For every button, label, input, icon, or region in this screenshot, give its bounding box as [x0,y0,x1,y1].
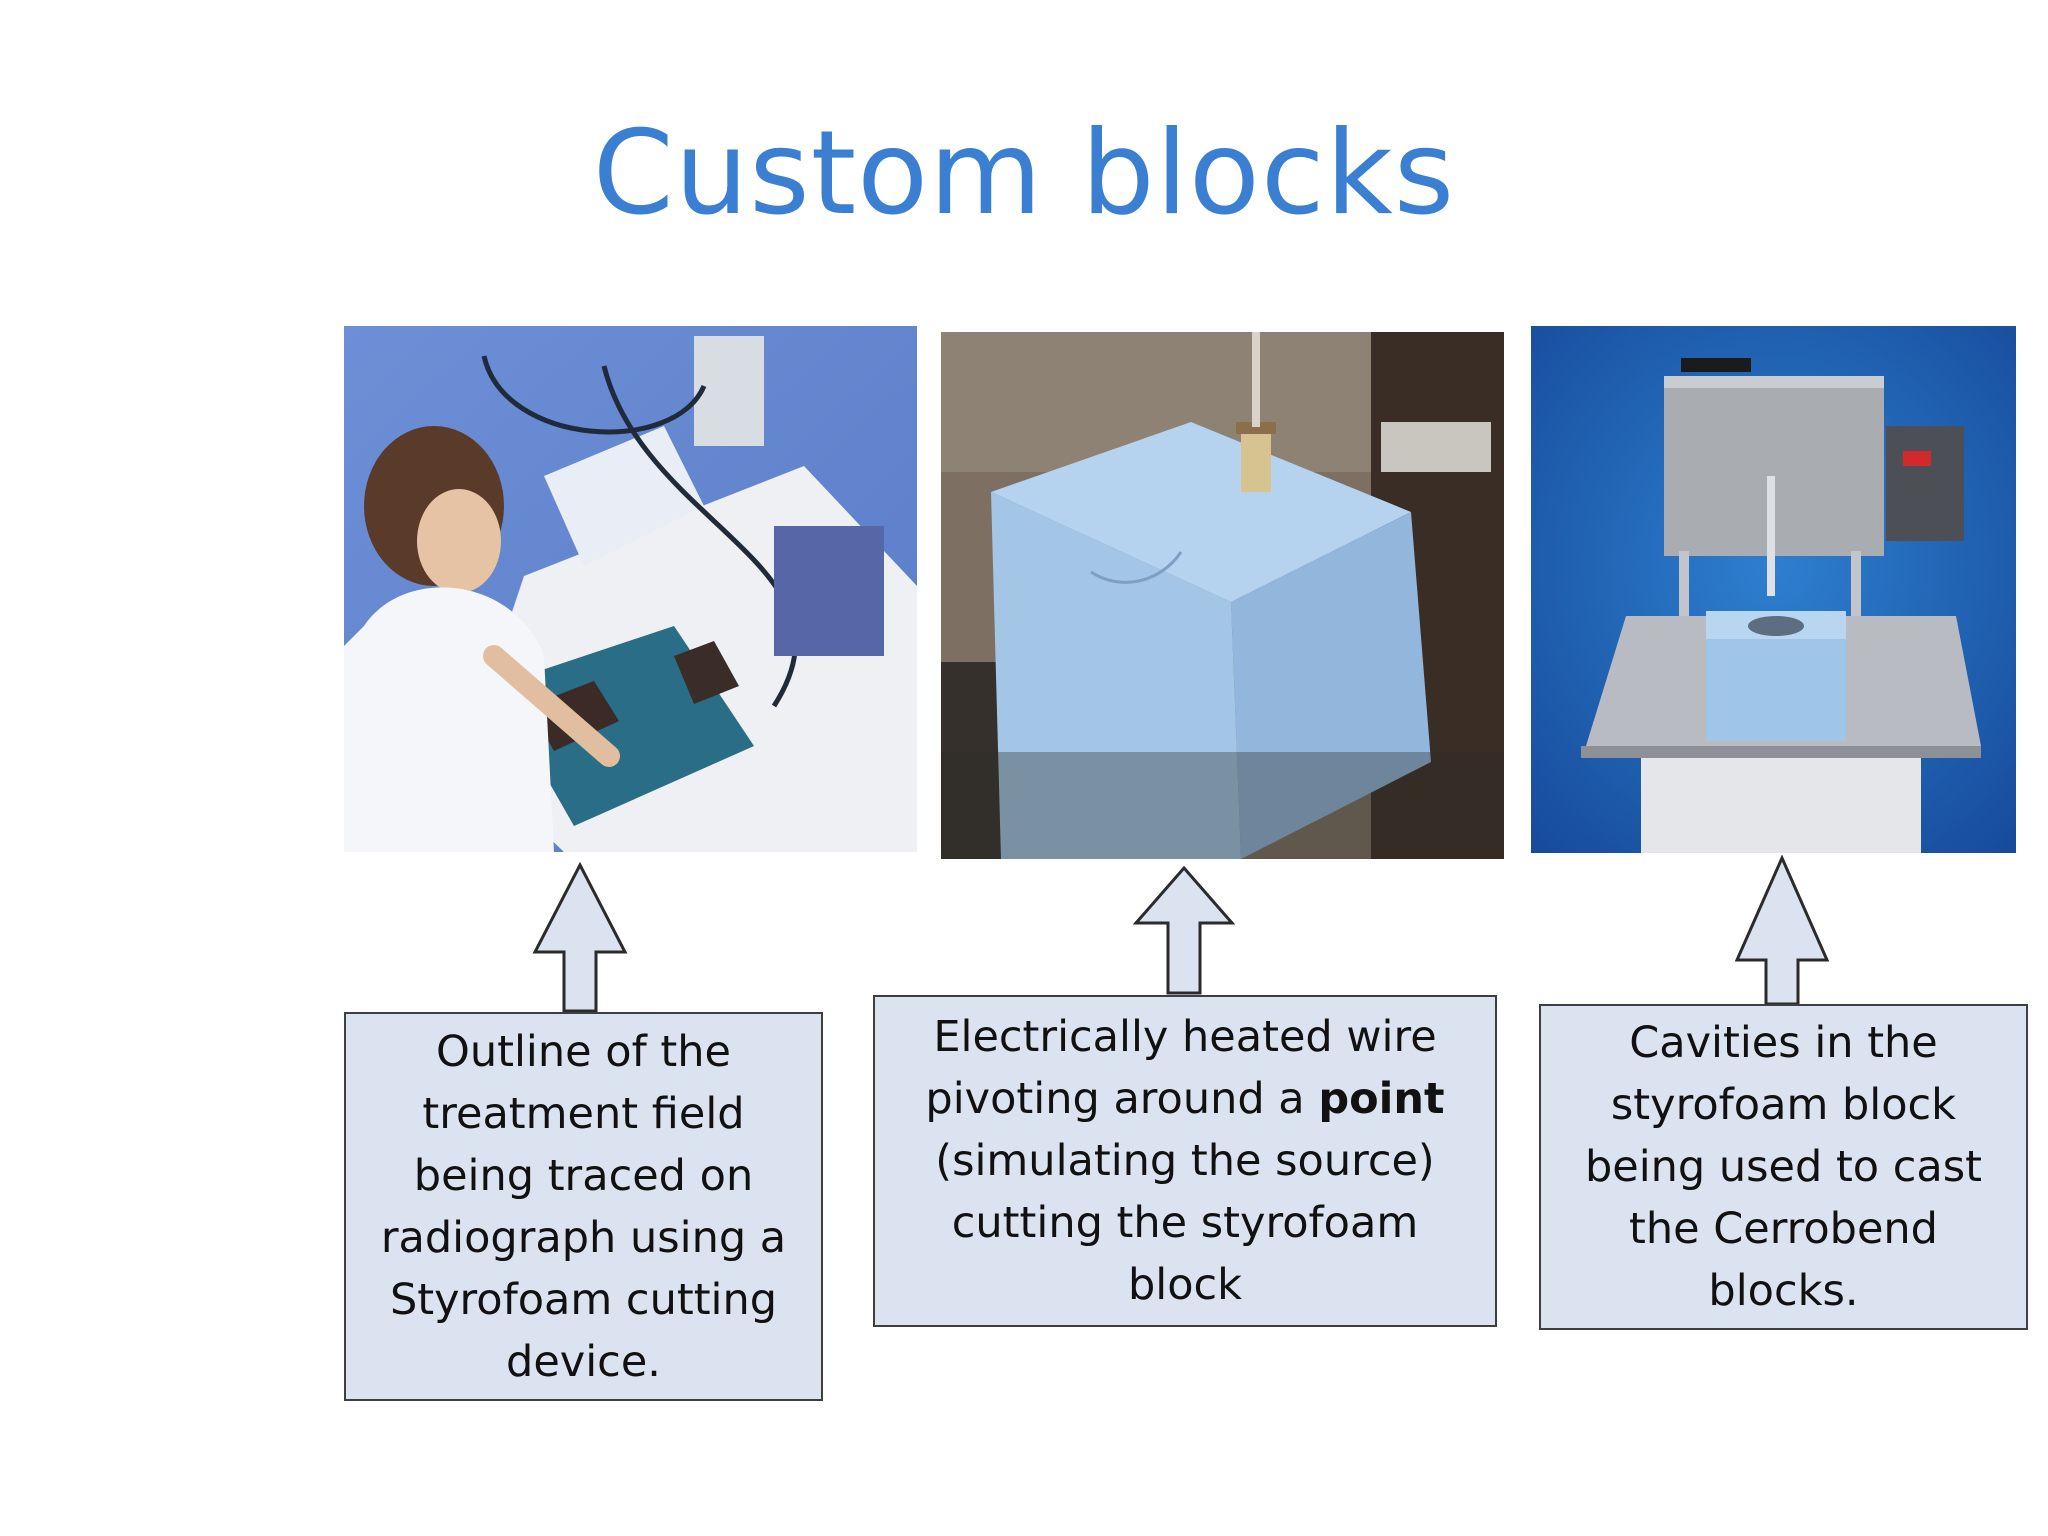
callout-text: Outline of the treatment field being tra… [380,1026,787,1387]
callout-bold-word: point [1318,1074,1445,1124]
photo-technician-tracing-radiograph [344,326,917,852]
callout-text: Cavities in the styrofoam block being us… [1584,1018,1983,1316]
callout-wire-description: Electrically heated wire pivoting around… [873,995,1497,1327]
up-arrow-icon [532,862,628,1013]
callout-text-part: (simulating the source) cutting the styr… [935,1136,1435,1310]
callout-text: Electrically heated wire pivoting around… [889,1006,1481,1316]
up-arrow-icon [1133,865,1235,995]
up-arrow-icon [1734,855,1830,1006]
callout-tracing-description: Outline of the treatment field being tra… [344,1012,823,1401]
slide-title: Custom blocks [592,106,1456,241]
callout-cavities-description: Cavities in the styrofoam block being us… [1539,1004,2028,1330]
photo-cerrobend-melting-pot [1531,326,2016,853]
photo-heated-wire-cutter [941,332,1504,859]
callout-text-part: Electrically heated wire pivoting around… [925,1012,1437,1124]
